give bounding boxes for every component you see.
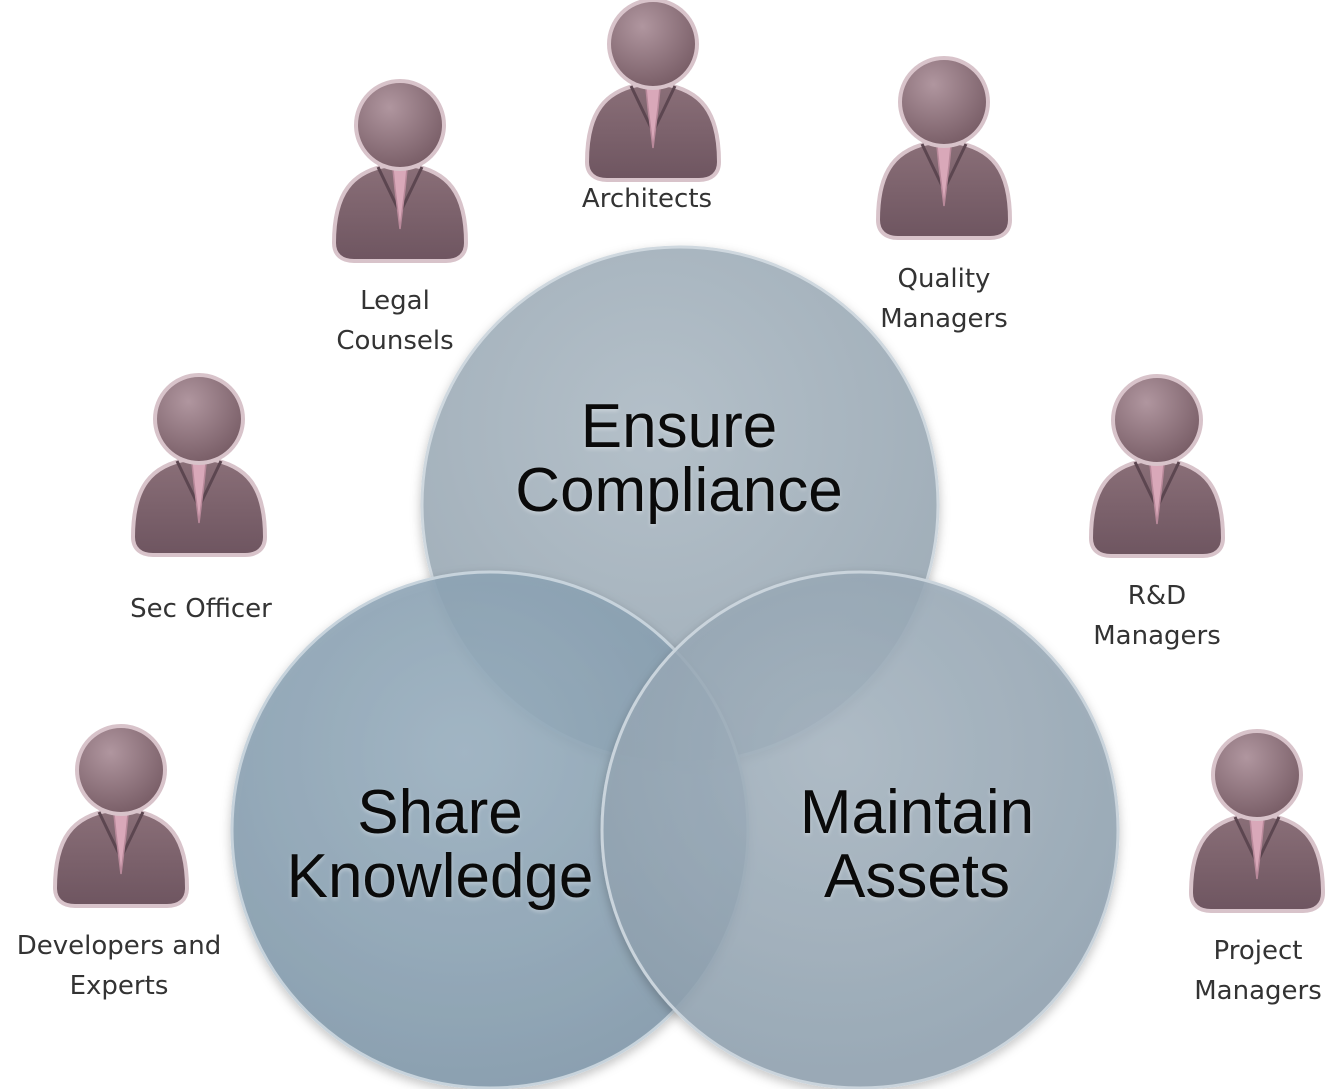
ensure-compliance-line2: Compliance	[515, 456, 843, 525]
role-architects-text: Architects	[581, 184, 713, 214]
person-icon-project	[1189, 729, 1325, 913]
role-sec-text: Sec Officer	[130, 594, 272, 624]
share-knowledge-label: Share Knowledge	[287, 781, 594, 909]
role-developers-line2: Experts	[69, 971, 169, 1001]
share-knowledge-line2: Knowledge	[286, 842, 594, 911]
role-rnd-line1: R&D	[1127, 581, 1187, 611]
role-label-project: Project Managers	[1194, 931, 1322, 1011]
share-knowledge-line1: Share	[357, 778, 523, 847]
maintain-assets-line1: Maintain	[799, 778, 1035, 847]
role-rnd-line2: Managers	[1093, 621, 1221, 651]
role-label-architects: Architects	[582, 179, 712, 219]
role-project-line2: Managers	[1194, 976, 1322, 1006]
person-icon-architects	[585, 0, 721, 182]
person-icon-quality	[876, 56, 1012, 240]
role-project-line1: Project	[1213, 936, 1303, 966]
role-quality-line1: Quality	[897, 264, 991, 294]
ensure-compliance-label: Ensure Compliance	[515, 395, 842, 523]
role-label-sec: Sec Officer	[130, 589, 272, 629]
maintain-assets-line2: Assets	[823, 842, 1011, 911]
person-icon-legal	[332, 79, 468, 263]
role-label-developers: Developers and Experts	[17, 926, 221, 1006]
person-icon-sec	[131, 373, 267, 557]
ensure-compliance-line1: Ensure	[580, 392, 778, 461]
role-legal-line1: Legal	[360, 286, 430, 316]
role-label-legal: Legal Counsels	[336, 281, 453, 361]
role-label-quality: Quality Managers	[880, 259, 1008, 339]
role-label-rnd: R&D Managers	[1093, 576, 1221, 656]
role-quality-line2: Managers	[880, 304, 1008, 334]
person-icon-developers	[53, 724, 189, 908]
role-developers-line1: Developers and	[16, 931, 222, 961]
circle-maintain-assets	[600, 570, 1120, 1089]
maintain-assets-label: Maintain Assets	[800, 781, 1034, 909]
person-icon-rnd	[1089, 374, 1225, 558]
role-legal-line2: Counsels	[336, 326, 454, 356]
